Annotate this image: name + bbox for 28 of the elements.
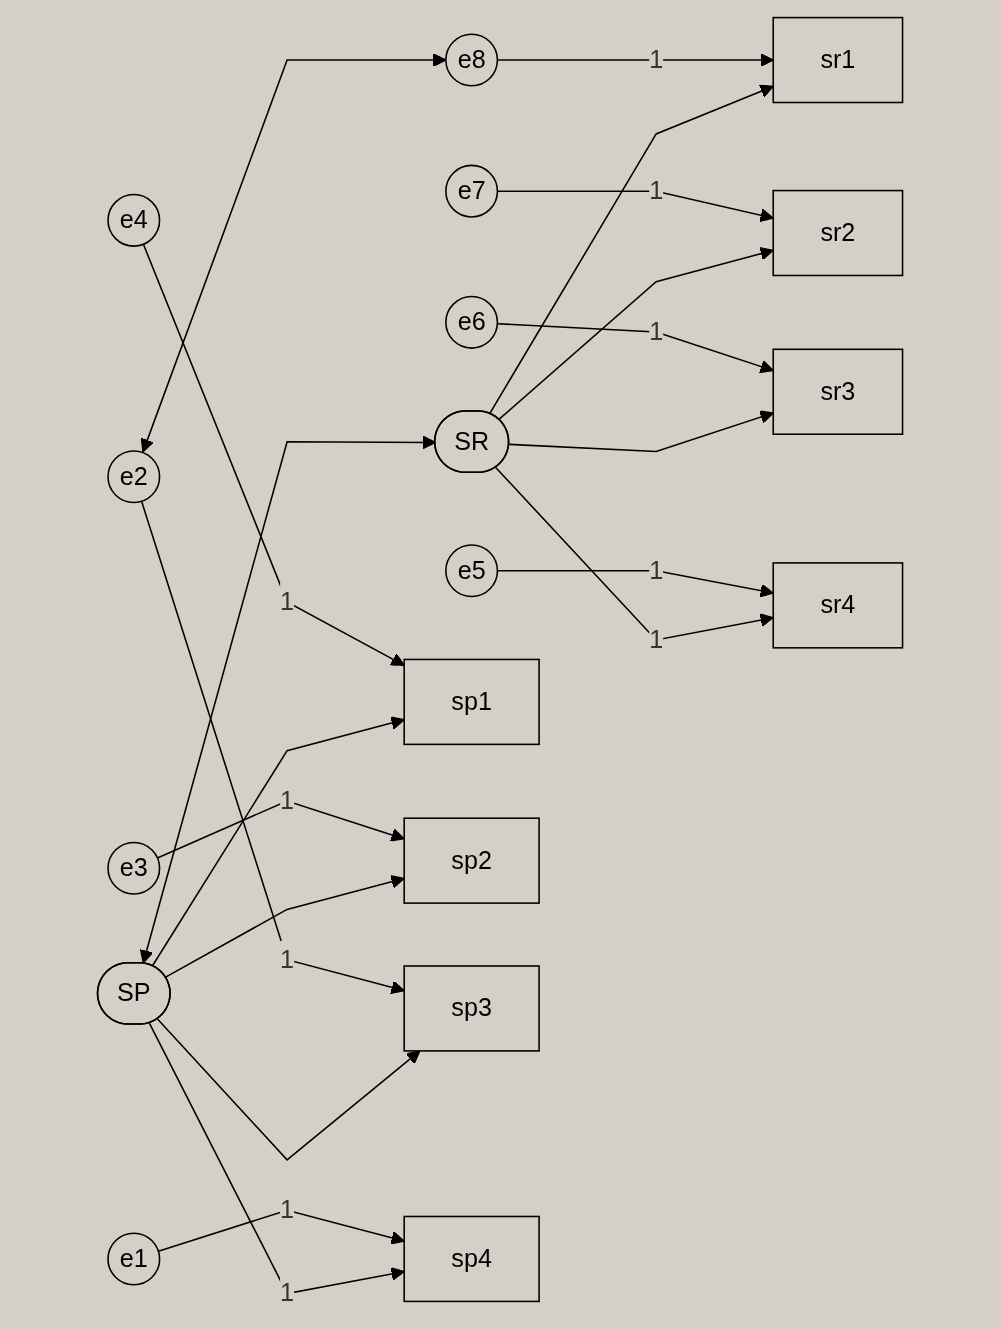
node-circle: e1: [107, 1231, 161, 1285]
edge-label: 1: [280, 786, 295, 814]
edge-label: 1: [649, 556, 664, 583]
node-circle: e6: [445, 295, 499, 349]
node-circle: e4: [107, 193, 161, 247]
node-box: sr2: [772, 189, 904, 276]
node-box: sp4: [403, 1215, 541, 1302]
edge-label: 1: [649, 176, 664, 204]
node-box: sp2: [403, 816, 541, 904]
node-circle: e8: [445, 32, 499, 87]
arrow: [157, 1018, 421, 1161]
node-circle: e5: [445, 543, 499, 597]
edge-label: 1: [280, 1195, 295, 1223]
node-circle: e3: [107, 841, 161, 895]
node-circle: e2: [107, 449, 161, 503]
node-box: sr4: [772, 561, 904, 649]
edge-label: 1: [280, 945, 295, 972]
edge-label: 1: [649, 45, 664, 73]
node-circle: e7: [445, 164, 499, 218]
node-box: sr3: [772, 348, 904, 435]
edge-label: 1: [649, 317, 664, 345]
node-box: sr1: [772, 16, 904, 103]
arrow: [141, 52, 447, 453]
node-box: sp3: [403, 964, 541, 1052]
edge-label: 1: [280, 587, 295, 614]
edge-label: 1: [280, 1278, 295, 1306]
node-box: sp1: [403, 658, 541, 745]
edge-label: 1: [649, 625, 664, 653]
